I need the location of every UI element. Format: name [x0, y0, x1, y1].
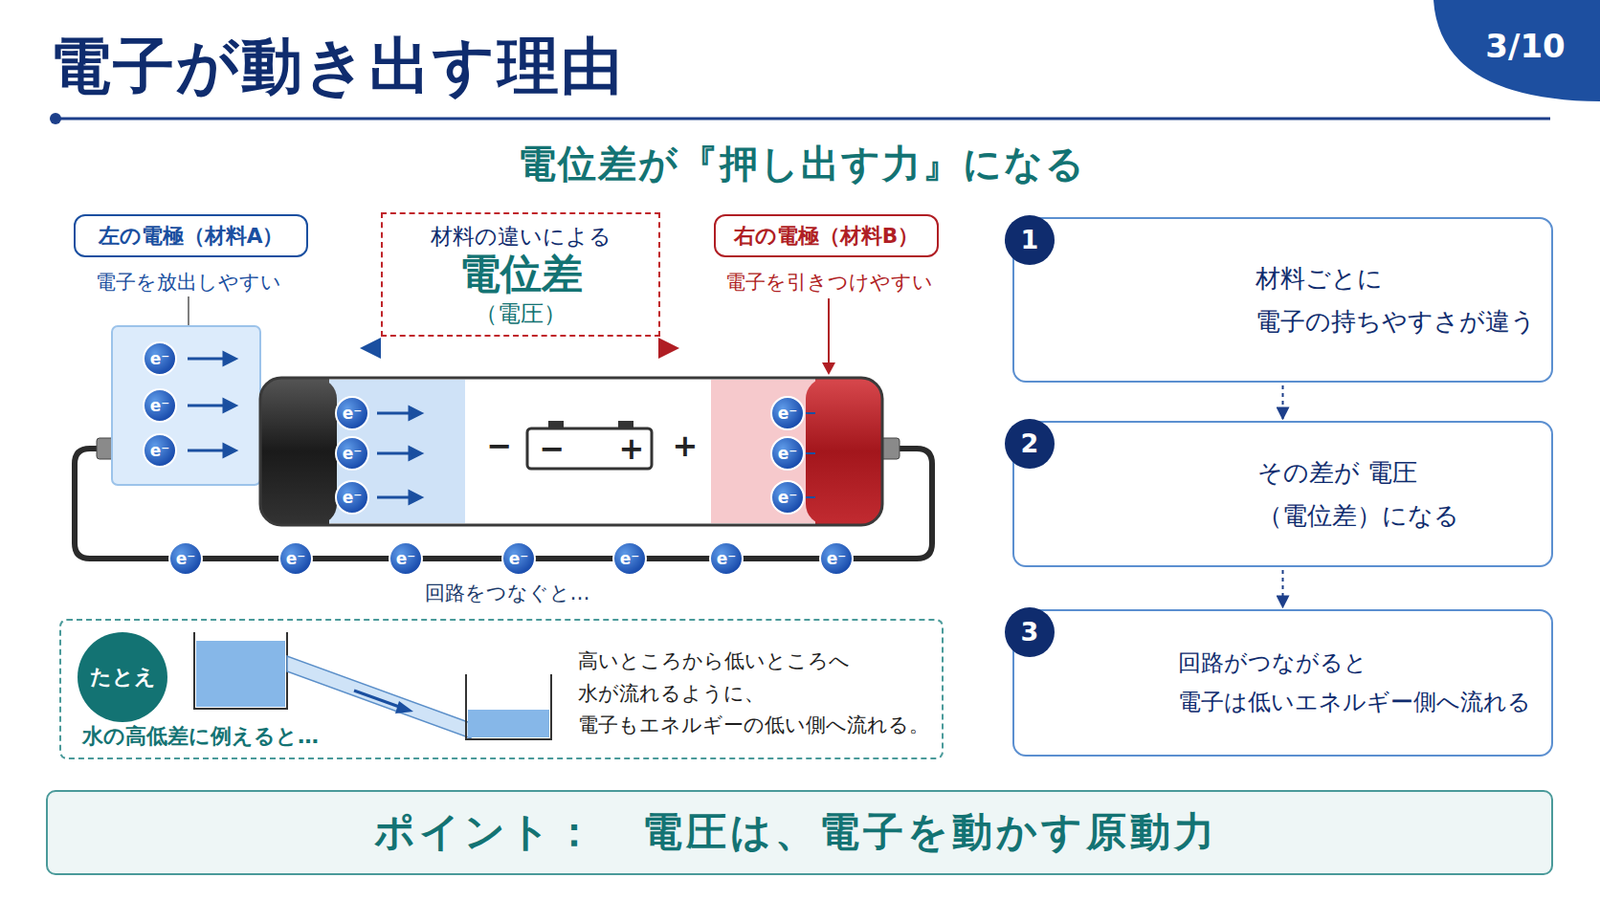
water-illustration	[194, 632, 552, 740]
page-number: 3/10	[1485, 29, 1565, 63]
battery	[260, 377, 883, 526]
terminal-sign: −	[487, 430, 513, 462]
attract-ticks	[805, 413, 816, 498]
electron-circle	[771, 437, 804, 470]
electron: e⁻	[777, 489, 799, 507]
electron-circle	[279, 542, 312, 576]
electron-box	[111, 326, 261, 486]
electron: e⁻	[342, 445, 363, 463]
electron-circle	[169, 542, 202, 576]
electrode-note: 電子を放出しやすい	[95, 272, 282, 293]
title-dot	[49, 112, 62, 125]
electron: e⁻	[509, 551, 530, 568]
electron: e⁻	[286, 551, 307, 568]
voltage-box-text: 材料の違いによる	[382, 223, 659, 250]
electrode-pill-text: 右の電極（材料B）	[715, 223, 937, 249]
electron-circles	[143, 342, 853, 576]
flow-connector	[1282, 385, 1285, 420]
analogy-box-text: 水の高低差に例えると…	[82, 724, 319, 750]
step-number-text: 2	[1004, 428, 1055, 460]
circuit-note: 回路をつなぐと…	[424, 583, 591, 604]
step-box-text: 回路がつながると 電子は低いエネルギー側へ流れる	[1177, 644, 1536, 723]
step-box-text: その差が 電圧（電位差）になる	[1257, 451, 1535, 536]
electron: e⁻	[176, 551, 197, 568]
step-number: 3	[1004, 607, 1055, 658]
flow-arrows	[377, 407, 422, 504]
step-number-text: 3	[1004, 617, 1055, 648]
electron: e⁻	[150, 351, 171, 368]
electron: e⁻	[716, 551, 737, 568]
title-rule	[55, 117, 1551, 121]
electron: e⁻	[777, 405, 799, 423]
step-number: 2	[1004, 419, 1055, 469]
electron-circle	[143, 342, 177, 376]
terminal-sign: +	[619, 433, 645, 465]
electrode-note: 電子を引きつけやすい	[725, 272, 934, 293]
step-number-text: 1	[1004, 224, 1055, 256]
electron-circle	[143, 389, 177, 423]
point-bar-text: ポイント： 電圧は、電子を動かす原動力	[374, 808, 1219, 857]
step-box: その差が 電圧（電位差）になる2	[1012, 421, 1554, 568]
electron-circle	[143, 434, 177, 467]
electron-circle	[389, 542, 423, 576]
leader-line	[187, 296, 190, 326]
terminal-sign: −	[539, 433, 566, 465]
electrode-pill: 右の電極（材料B）	[713, 214, 939, 258]
electron-circle	[335, 397, 369, 430]
flow-arrows	[187, 353, 236, 457]
electron-circle	[820, 542, 853, 576]
analogy-badge-text: たとえ	[77, 665, 168, 690]
leader-arrow	[827, 298, 830, 366]
electron: e⁻	[777, 445, 799, 463]
point-bar: ポイント： 電圧は、電子を動かす原動力	[45, 790, 1554, 876]
arrow-head	[359, 337, 381, 359]
electron: e⁻	[620, 551, 641, 568]
step-number: 1	[1004, 215, 1055, 266]
electron-circle	[335, 437, 369, 470]
slide-title: 電子が動き出す理由	[49, 24, 624, 109]
electron: e⁻	[826, 551, 847, 568]
electron-circle	[613, 542, 646, 576]
step-box: 回路がつながると 電子は低いエネルギー側へ流れる3	[1012, 609, 1554, 757]
voltage-box-text: 電位差	[382, 248, 659, 299]
electrode-pill: 左の電極（材料A）	[73, 214, 309, 258]
electron-circle	[771, 397, 804, 430]
electron: e⁻	[396, 551, 417, 568]
electron: e⁻	[342, 405, 363, 423]
analogy-box: 水の高低差に例えると… 高いところから低いところへ 水が流れるように、 電子もエネ…	[59, 619, 944, 760]
terminal-sign: +	[672, 430, 699, 462]
step-box-text: 材料ごとに 電子の持ちやすさが違う	[1255, 257, 1543, 342]
electron-circle	[771, 481, 804, 514]
electron-circle	[710, 542, 743, 576]
arrow-head	[822, 362, 836, 376]
analogy-badge: たとえ	[77, 632, 168, 723]
electron-circle	[335, 481, 369, 514]
voltage-box: 材料の違いによる電位差（電圧）	[380, 212, 661, 337]
electron: e⁻	[150, 443, 171, 460]
subtitle: 電位差が『押し出す力』になる	[517, 144, 1087, 183]
flow-connector	[1282, 570, 1285, 608]
arrow-head	[658, 337, 680, 359]
page-tab	[1433, 0, 1600, 102]
electrode-pill-text: 左の電極（材料A）	[75, 223, 307, 249]
electron-circle	[502, 542, 535, 576]
analogy-box-text: 高いところから低いところへ 水が流れるように、 電子もエネルギーの低い側へ流れる…	[577, 645, 934, 743]
step-box: 材料ごとに 電子の持ちやすさが違う1	[1012, 217, 1554, 383]
voltage-box-text: （電圧）	[382, 300, 659, 328]
potential-arrow	[369, 346, 670, 351]
electron: e⁻	[150, 398, 171, 415]
electron: e⁻	[342, 489, 363, 507]
